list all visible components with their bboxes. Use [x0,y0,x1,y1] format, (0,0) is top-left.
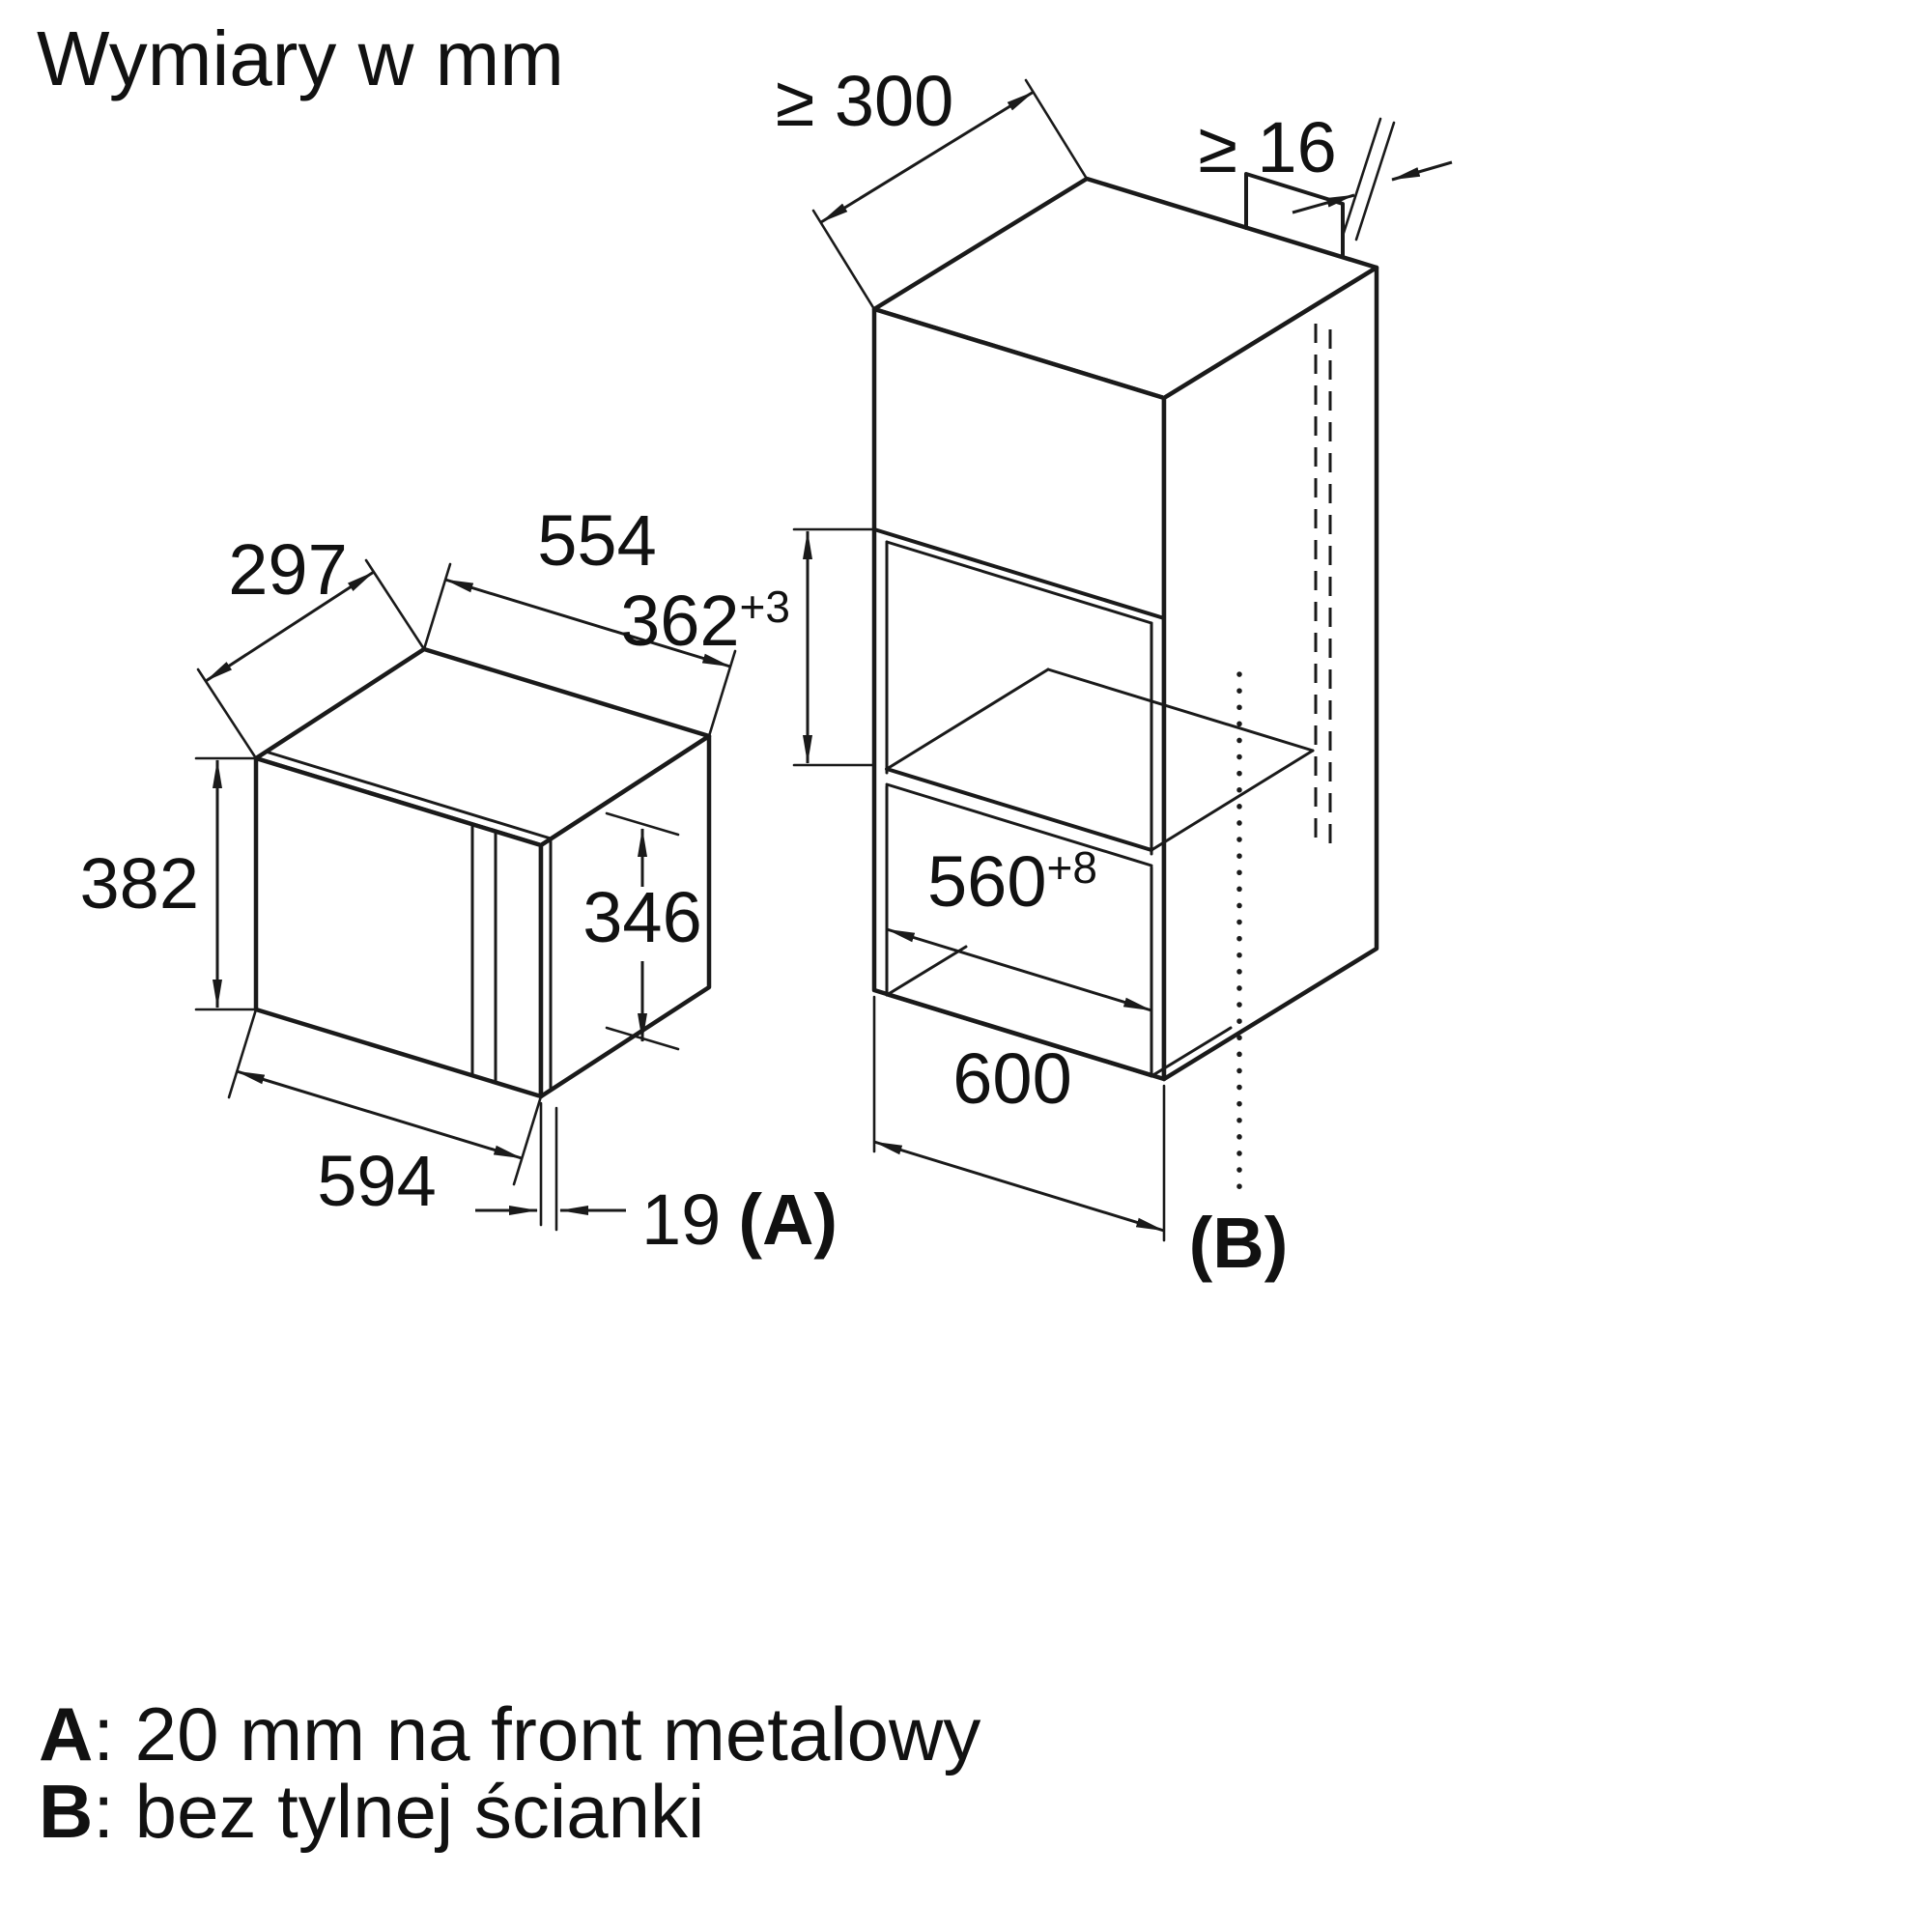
niche-shelf-left-edge [885,668,1050,771]
dim-appliance-front-width-label: 594 [317,1141,436,1221]
dim-appliance-depth: 297 [196,529,426,760]
footnotes: A: 20 mm na front metalowy B: bez tylnej… [39,1691,980,1854]
footnote-b: B: bez tylnej ścianki [39,1769,704,1854]
dim-niche-height-label: 362+3 [620,581,790,661]
niche-shelf-front-bottom [885,782,1153,867]
dim-cabinet-width: 600 [872,995,1166,1242]
niche-shelf-right-edge [1150,749,1315,852]
dim-niche-min-side-thickness-label: ≥ 16 [1198,107,1336,187]
dim-appliance-depth-label: 297 [228,529,347,610]
dim-appliance-front-offset-label: 19(A) [641,1179,838,1260]
dim-appliance-front-height-label: 346 [582,877,701,957]
niche-top-inner-edge [885,540,1153,625]
appliance-drawing [253,646,712,1099]
appliance-right-face [538,733,712,1099]
dim-niche-min-side-thickness: ≥ 16 [1198,107,1453,242]
dim-appliance-front-width: 594 [227,1008,543,1221]
dim-appliance-height-label: 382 [80,843,199,923]
niche-shelf-rear-edge [1046,668,1315,753]
niche-shelf-front-top [885,767,1153,852]
niche-top-edge [872,527,1166,620]
dim-appliance-top-width-label: 554 [537,500,656,581]
dim-niche-min-top-depth: ≥ 300 [776,61,1089,311]
appliance-front-frame-top-line [264,750,553,840]
cabinet-bottom-right-stub [1150,1026,1233,1078]
dim-niche-width: 560+8 [886,841,1152,1012]
dim-appliance-top-width: 554 [422,500,737,738]
cabinet-side-panel-tab [1244,172,1345,259]
cabinet-front-face [871,306,1167,1082]
cabinet-right-face [1161,265,1379,1082]
dim-niche-min-top-depth-label: ≥ 300 [776,61,954,141]
dim-appliance-front-offset: 19(A) [475,1101,838,1260]
diagram-title: Wymiary w mm [37,15,564,101]
footnote-a: A: 20 mm na front metalowy [39,1691,980,1776]
back-wall-ref-label: (B) [1189,1203,1289,1283]
niche-drawing [871,172,1379,1201]
dim-niche-width-label: 560+8 [927,841,1097,922]
dim-cabinet-width-label: 600 [952,1038,1071,1119]
dim-appliance-height: 382 [80,756,258,1011]
dim-niche-height: 362+3 [620,527,876,767]
dim-appliance-front-height: 346 [582,811,702,1051]
